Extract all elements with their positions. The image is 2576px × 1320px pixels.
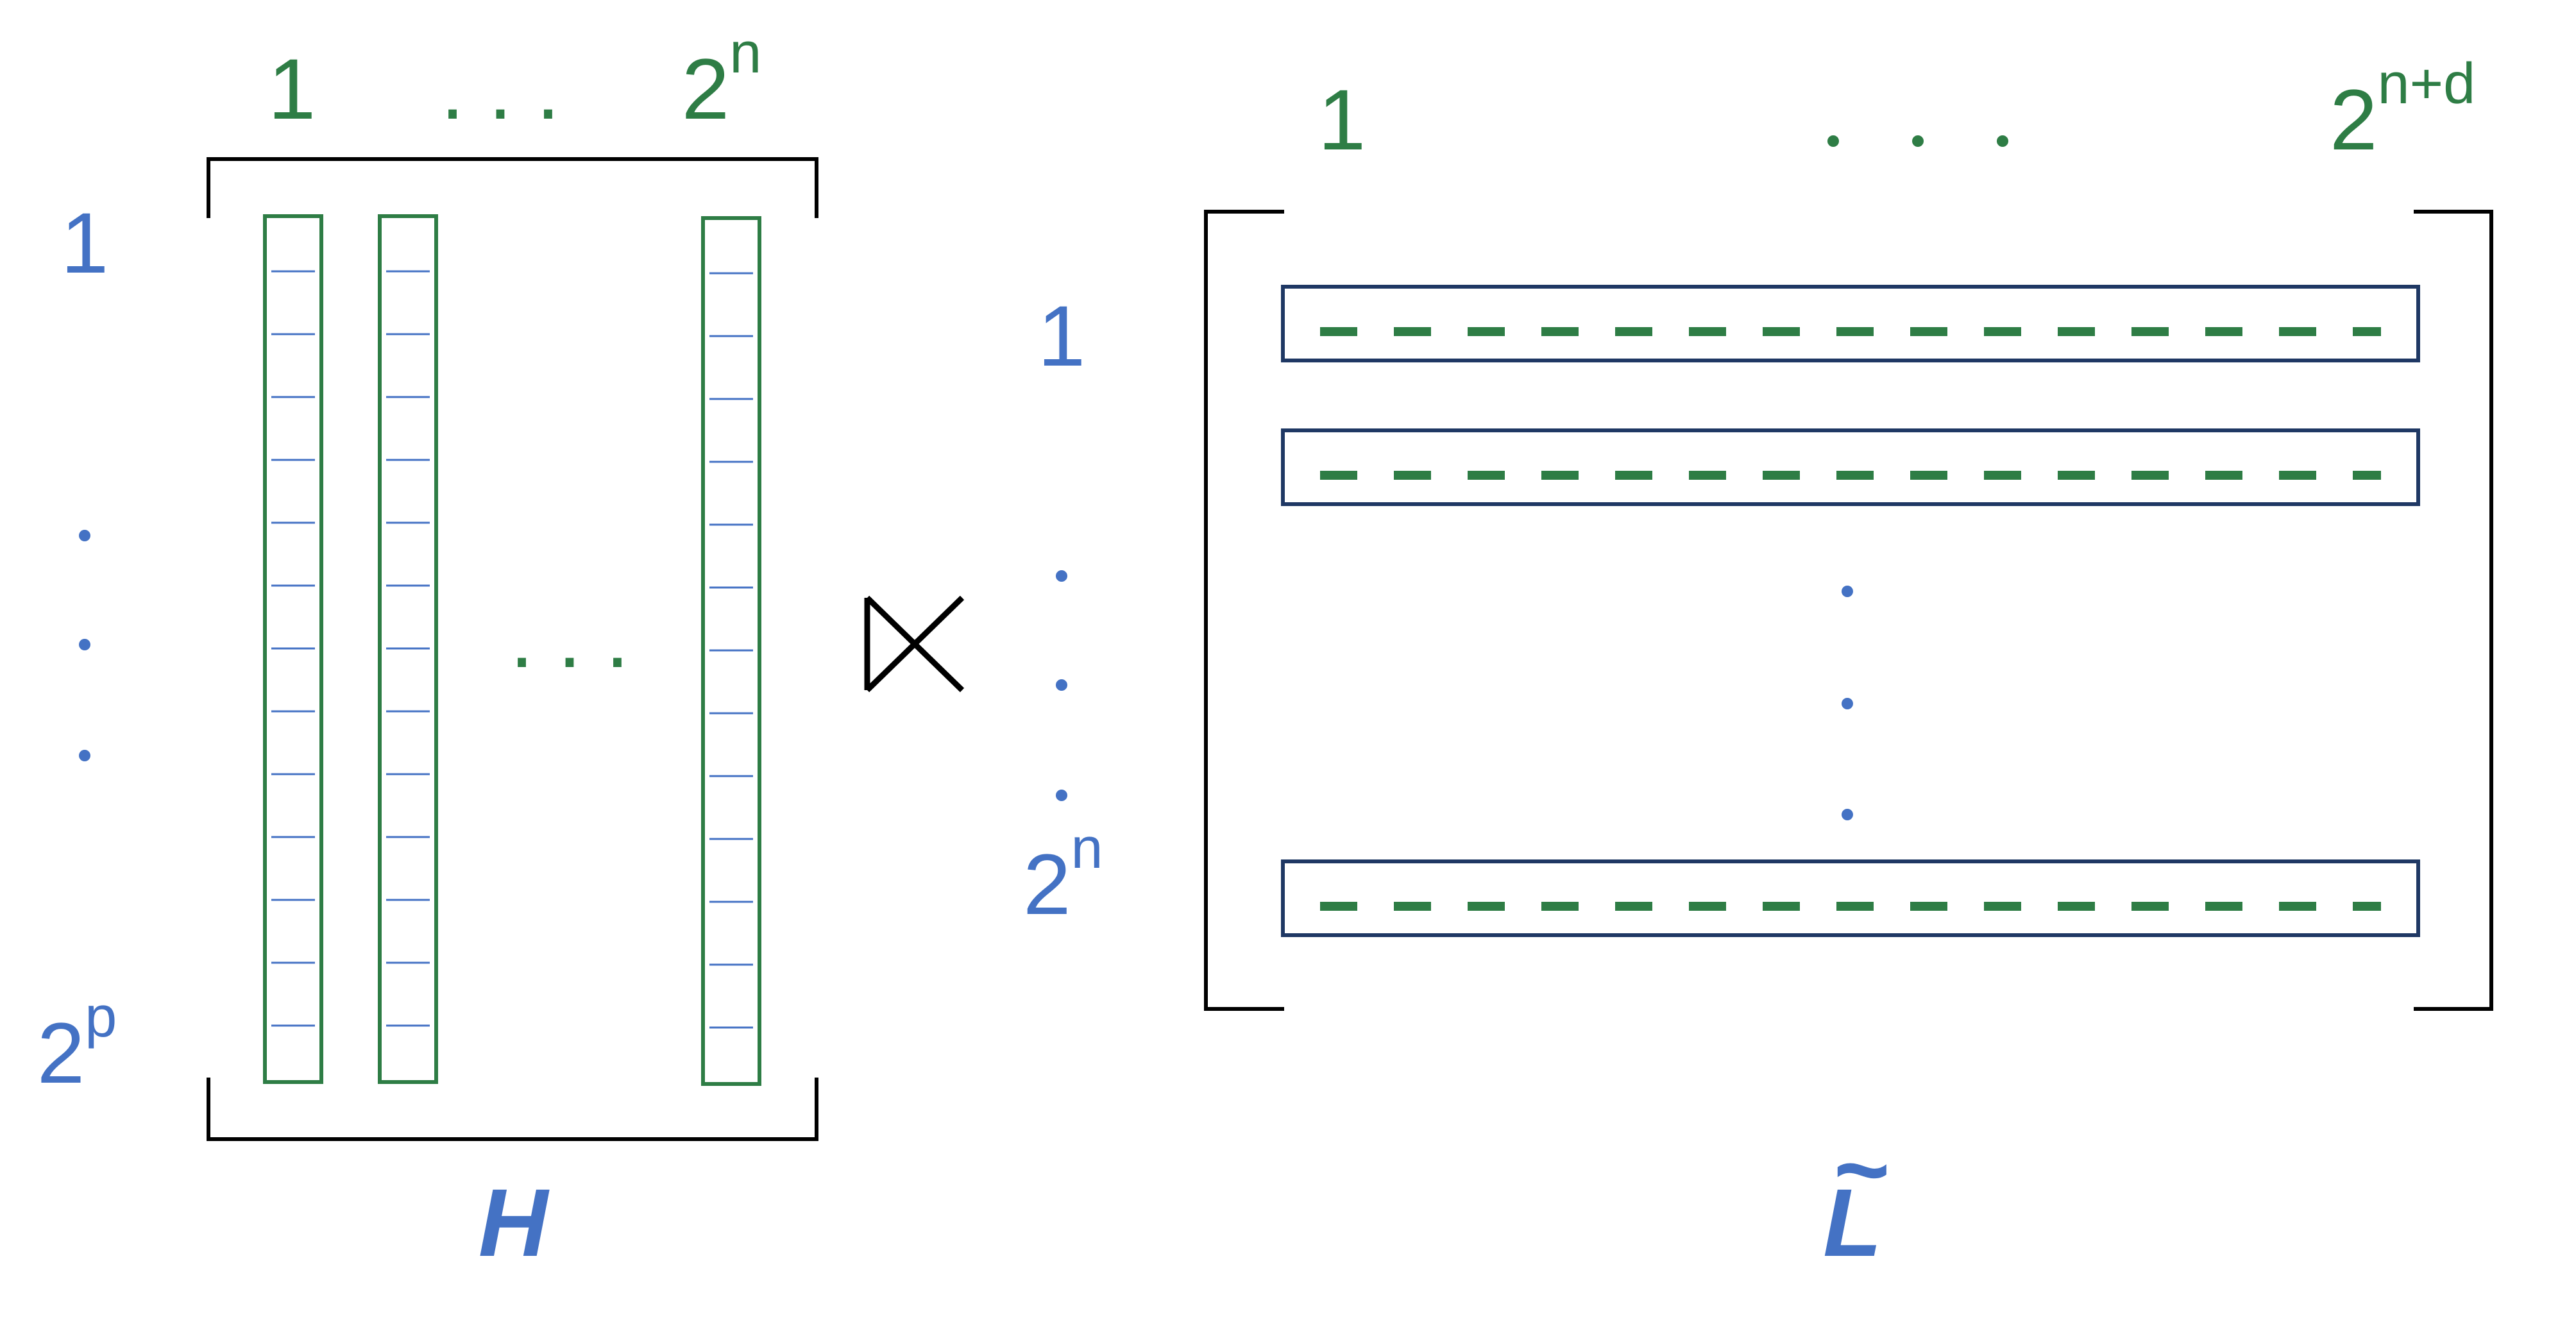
h-row-label-last-base: 2 — [37, 1006, 85, 1101]
l-row-ellipsis-dot — [1056, 679, 1067, 691]
l-col-ellipsis-dot — [1997, 135, 2008, 147]
h-column — [263, 214, 323, 1084]
l-col-label-last-exp: n+d — [2378, 52, 2476, 116]
h-column — [701, 216, 761, 1086]
matrix-l: 1 2n+d 1 2n L ~ — [1023, 52, 2493, 1276]
h-row-label-last-exp: p — [85, 985, 117, 1049]
h-column — [378, 214, 438, 1084]
h-row-ellipsis — [79, 530, 90, 761]
l-row-label-last-exp: n — [1071, 817, 1103, 881]
l-col-label-last: 2n+d — [2330, 52, 2475, 168]
h-columns — [263, 214, 761, 1086]
h-row-ellipsis-dot — [79, 750, 90, 761]
h-bottom-bracket — [207, 1078, 818, 1141]
l-middle-ellipsis-dot — [1842, 586, 1853, 597]
matrix-h: 1 . . . 2n 1 2p . . . H — [37, 21, 818, 1276]
l-col-ellipsis — [1827, 135, 2008, 147]
l-row-label-last-base: 2 — [1023, 837, 1071, 933]
h-column-box — [263, 214, 323, 1084]
l-matrix-name: L — [1823, 1169, 1882, 1276]
h-column-box — [701, 216, 761, 1086]
h-column-box — [378, 214, 438, 1084]
l-middle-ellipsis-dot — [1842, 809, 1853, 820]
l-matrix-name-tilde: ~ — [1832, 1115, 1888, 1223]
h-row-ellipsis-dot — [79, 530, 90, 541]
h-col-label-last: 2n — [682, 21, 762, 137]
l-row-box — [1281, 859, 2420, 937]
l-row — [1281, 859, 2420, 937]
l-row — [1281, 428, 2420, 506]
l-rows — [1281, 285, 2420, 937]
h-row-ellipsis-dot — [79, 639, 90, 650]
l-col-ellipsis-dot — [1827, 135, 1839, 147]
h-col-label-last-exp: n — [729, 21, 761, 85]
h-col-label-last-base: 2 — [682, 42, 730, 137]
h-col-label-ellipsis: . . . — [441, 42, 560, 137]
l-col-label-first: 1 — [1318, 72, 1366, 168]
h-middle-ellipsis: . . . — [510, 590, 629, 686]
l-middle-ellipsis-dot — [1842, 698, 1853, 709]
l-col-ellipsis-dot — [1912, 135, 1924, 147]
h-col-label-first: 1 — [268, 42, 316, 137]
left-semijoin-icon — [864, 595, 965, 693]
l-col-label-last-base: 2 — [2330, 72, 2378, 168]
l-row-box — [1281, 428, 2420, 506]
l-row-box — [1281, 285, 2420, 362]
l-row-ellipsis-dot — [1056, 570, 1067, 582]
l-row-label-first: 1 — [1038, 289, 1086, 384]
h-row-label-last: 2p — [37, 985, 117, 1101]
h-matrix-name: H — [479, 1169, 550, 1276]
l-left-bracket — [1204, 210, 1284, 1011]
l-right-bracket — [2414, 210, 2493, 1011]
l-row-ellipsis — [1056, 570, 1067, 801]
l-middle-ellipsis — [1842, 586, 1853, 820]
l-row-ellipsis-dot — [1056, 790, 1067, 801]
h-row-label-first: 1 — [61, 196, 109, 291]
h-top-bracket — [207, 157, 818, 218]
l-row-label-last: 2n — [1023, 817, 1103, 933]
l-row — [1281, 285, 2420, 362]
